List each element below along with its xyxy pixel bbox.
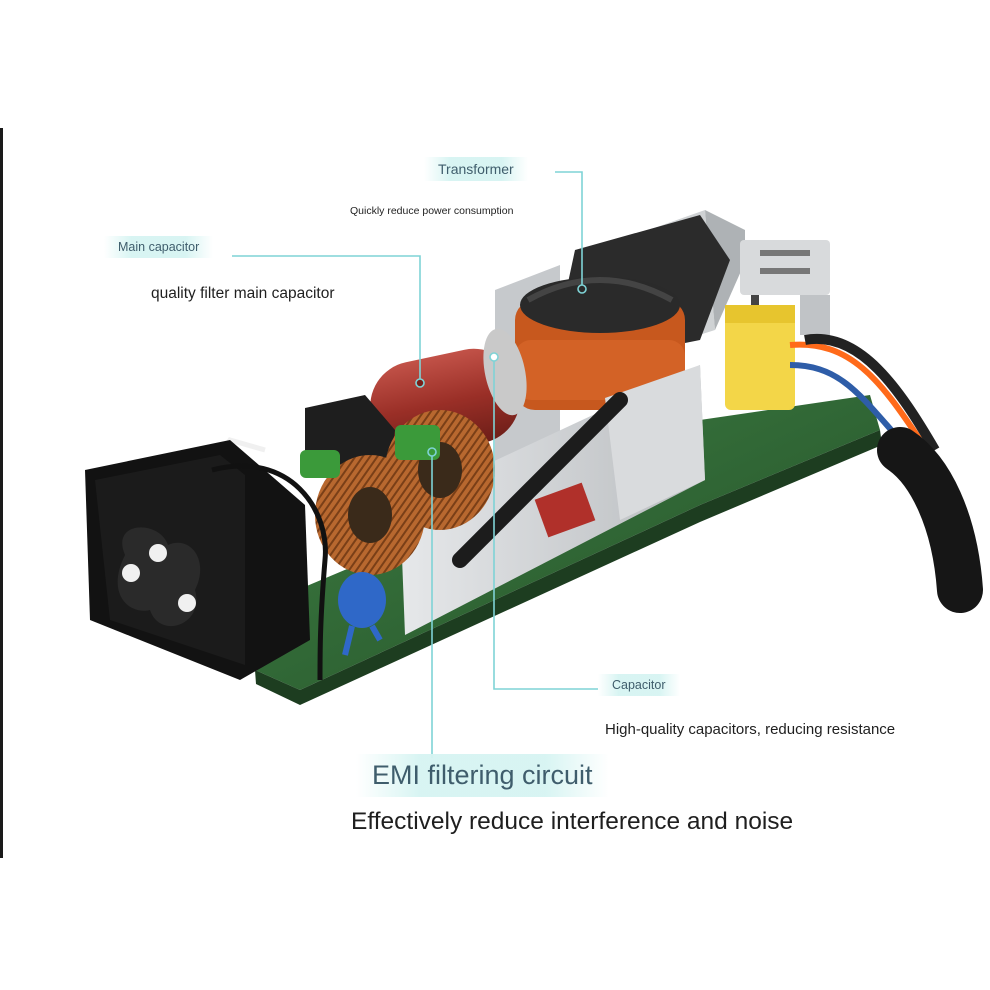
output-cable: [789, 333, 983, 613]
y-capacitor-blue: [338, 572, 386, 656]
main-capacitor-label: Main capacitor: [104, 236, 214, 258]
usb-port: [740, 240, 830, 335]
leader-line-transformer: [555, 171, 583, 285]
leader-line-capacitor: [493, 360, 598, 690]
black-wire: [211, 463, 328, 681]
front-shield: [400, 365, 705, 635]
main-capacitor-description: quality filter main capacitor: [151, 285, 335, 302]
ac-inlet-socket: [85, 440, 310, 680]
leader-lines: [232, 171, 598, 758]
transformer: [515, 215, 730, 410]
capacitor-label: Capacitor: [598, 674, 680, 696]
transformer-label: Transformer: [424, 157, 528, 181]
emi-filter-description: Effectively reduce interference and nois…: [351, 808, 794, 835]
x-capacitor-yellow: [725, 285, 795, 410]
emi-filter-label: EMI filtering circuit: [356, 754, 609, 797]
capacitor-description: High-quality capacitors, reducing resist…: [605, 721, 896, 738]
left-edge-bar: [0, 128, 3, 858]
emi-toroid-coils: [300, 410, 495, 575]
internal-cable: [452, 392, 628, 568]
leader-line-main-capacitor: [232, 255, 421, 380]
transformer-description: Quickly reduce power consumption: [350, 205, 514, 217]
